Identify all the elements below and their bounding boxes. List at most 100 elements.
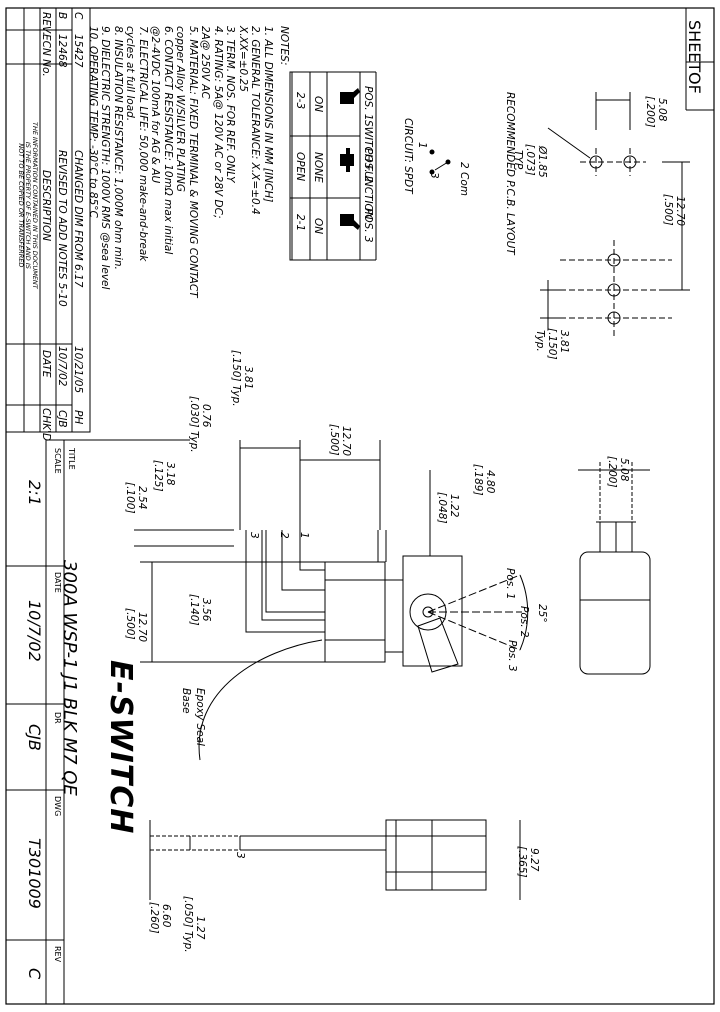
- rev-row-b-ecn: 12468: [56, 34, 68, 68]
- side-pos2: Pos. 2: [518, 606, 530, 638]
- note-line: X.XX=±0.25: [237, 26, 249, 92]
- side-base-label: Base: [180, 688, 192, 714]
- date-label: DATE: [53, 572, 62, 593]
- side-dim-318: 3.18: [164, 462, 176, 486]
- side-dim-076: 0.76: [200, 404, 212, 428]
- switch-state-pos1: ON: [312, 96, 324, 113]
- note-line: 3. TERM. NOS. FOR REF. ONLY: [224, 26, 237, 183]
- rev-row-b-date: 10/7/02: [56, 346, 68, 387]
- front-pin-label: 3: [234, 852, 246, 859]
- note-line: 5. MATERIAL: FIXED TERMINAL & MOVING CON…: [187, 26, 199, 298]
- side-dim-381-in: [.150] Typ.: [230, 350, 242, 407]
- dr-value: CJB: [25, 724, 44, 751]
- pcb-dim-508-in: [.200]: [644, 96, 656, 128]
- front-dim-660-in: [.260]: [148, 902, 160, 934]
- pcb-dim-1270-in: [.500]: [662, 194, 674, 226]
- note-line: @2-4VDC 100mA for AG & AU: [149, 26, 162, 184]
- rev-header-ecn: ECN No.: [40, 34, 52, 77]
- note-line: 2. GENERAL TOLERANCE: X.X=±0.4: [249, 26, 262, 215]
- switch-side-view: [134, 440, 529, 761]
- circuit-pin1: 1: [416, 142, 428, 149]
- note-line: 4. RATING: 5A@ 120V AC or 28V DC;: [212, 26, 224, 219]
- note-line: 10. OPERATING TEMP: -30°C to 85°C: [87, 26, 99, 218]
- switch-state-pos3: ON: [312, 218, 324, 235]
- pcb-hole-dia: Ø1.85: [536, 146, 548, 178]
- rev-row-c-date: 10/21/05: [72, 346, 84, 394]
- rev-row-b-desc: REVISED TO ADD NOTES 5-10: [56, 150, 68, 307]
- side-dim-1270: 12.70: [340, 426, 352, 457]
- note-line: cycles at full load.: [124, 26, 137, 122]
- pcb-holes: [540, 92, 690, 336]
- rev-disclaimer: THE INFORMATION CONTAINED IN THIS DOCUME…: [17, 122, 39, 289]
- rev-row-c-ecn: 15427: [72, 34, 84, 68]
- side-dim-254-in: [.100]: [124, 482, 136, 514]
- switch-end-view: [578, 462, 651, 675]
- side-dim-356: 3.56: [200, 598, 212, 622]
- date-value: 10/7/02: [25, 600, 44, 662]
- sheet-label: SHEET: [685, 20, 704, 73]
- note-line: 1. ALL DIMENSIONS IN MM [INCH]: [262, 26, 274, 203]
- switch-glyph-pos2-icon: [340, 148, 354, 172]
- pcb-dim-381-typ: Typ.: [534, 330, 546, 352]
- dr-label: DR: [53, 712, 62, 724]
- rev-label: REV: [53, 946, 62, 963]
- rev-row-b-chkd: CJB: [56, 410, 68, 428]
- side-dim-1270-in: [.500]: [328, 424, 340, 456]
- of-label: OF: [685, 72, 704, 94]
- side-pin-label-2: 2: [278, 532, 290, 539]
- scale-label: SCALE: [53, 448, 62, 474]
- side-epoxy-label: Epoxy Seal: [194, 688, 206, 746]
- switch-header-pos2: POS. 2: [362, 148, 374, 183]
- rev-row-c-rev: C: [72, 12, 84, 20]
- front-dim-660: 6.60: [160, 904, 172, 928]
- rev-header-rev: REV.: [40, 12, 52, 36]
- front-dim-927-in: [.365]: [516, 846, 528, 878]
- note-line: 8. INSULATION RESISTANCE: 1,000M ohm min…: [112, 26, 124, 270]
- rev-row-c-chkd: PH: [72, 410, 84, 425]
- pcb-dim-381: 3.81: [558, 330, 570, 354]
- switch-glyph-pos1-icon: [340, 88, 360, 104]
- dwg-value: T301009: [25, 838, 44, 909]
- end-dim-508-in: [.200]: [606, 456, 618, 488]
- circuit-pin2: 2 Com: [458, 162, 470, 197]
- front-dim-127: 1.27: [194, 916, 206, 940]
- switch-header-pos3: POS. 3: [362, 208, 374, 243]
- side-pos3: Pos. 3: [506, 640, 518, 672]
- rev-row-b-rev: B: [56, 12, 68, 20]
- front-dim-127-in: [.050] Typ.: [182, 896, 194, 953]
- side-dim-381: 3.81: [242, 366, 254, 390]
- e-switch-logo-icon: [82, 655, 138, 805]
- side-pos1: Pos. 1: [504, 568, 516, 600]
- side-dim-076-in: [.030] Typ.: [188, 396, 200, 453]
- note-line: 6. CONTACT RESISTANCE: 10mΩ max initial: [162, 26, 174, 255]
- notes-list: 1. ALL DIMENSIONS IN MM [INCH] 2. GENERA…: [87, 26, 274, 298]
- side-dim-1270b: 12.70: [136, 612, 148, 643]
- note-line: 9. DIELECTRIC STRENGTH: 1000V RMS @sea l…: [99, 26, 112, 290]
- pcb-layout-title: RECOMMENDED P.C.B. LAYOUT: [504, 92, 516, 255]
- side-pin-label-3: 3: [248, 532, 260, 539]
- rev-header-date: DATE: [40, 350, 52, 378]
- note-line: copper Alloy W/SILVER PLATING: [174, 26, 187, 192]
- switch-front-view: [149, 819, 521, 900]
- notes-heading: NOTES:: [278, 26, 290, 66]
- switch-pins-pos2: OPEN: [294, 152, 306, 182]
- note-line: 2A@ 250V AC: [199, 26, 212, 99]
- switch-state-pos2: NONE: [312, 152, 324, 183]
- side-dim-1270b-in: [.500]: [124, 608, 136, 640]
- note-line: 7. ELECTRICAL LIFE: 50,000 make-and-brea…: [137, 26, 149, 262]
- side-dim-254: 2.54: [136, 486, 148, 510]
- pcb-hole-dia-in: [.073]: [524, 144, 536, 176]
- circuit-title: CIRCUIT: SPDT: [402, 118, 414, 194]
- rev-value: C: [25, 968, 44, 980]
- side-dim-480: 4.80: [484, 470, 496, 494]
- pcb-dim-1270: 12.70: [674, 196, 686, 227]
- side-dim-356-in: [.140]: [188, 594, 200, 626]
- pcb-hole-typ: TYP.: [512, 150, 524, 172]
- side-dim-122: 1.22: [448, 494, 460, 518]
- rev-header-desc: DESCRIPTION: [40, 170, 52, 242]
- circuit-pin3: 3: [428, 172, 440, 179]
- drawing-title: 300A WSP-1 J1 BLK M7 QE: [59, 560, 80, 796]
- switch-glyph-pos3-icon: [340, 214, 360, 230]
